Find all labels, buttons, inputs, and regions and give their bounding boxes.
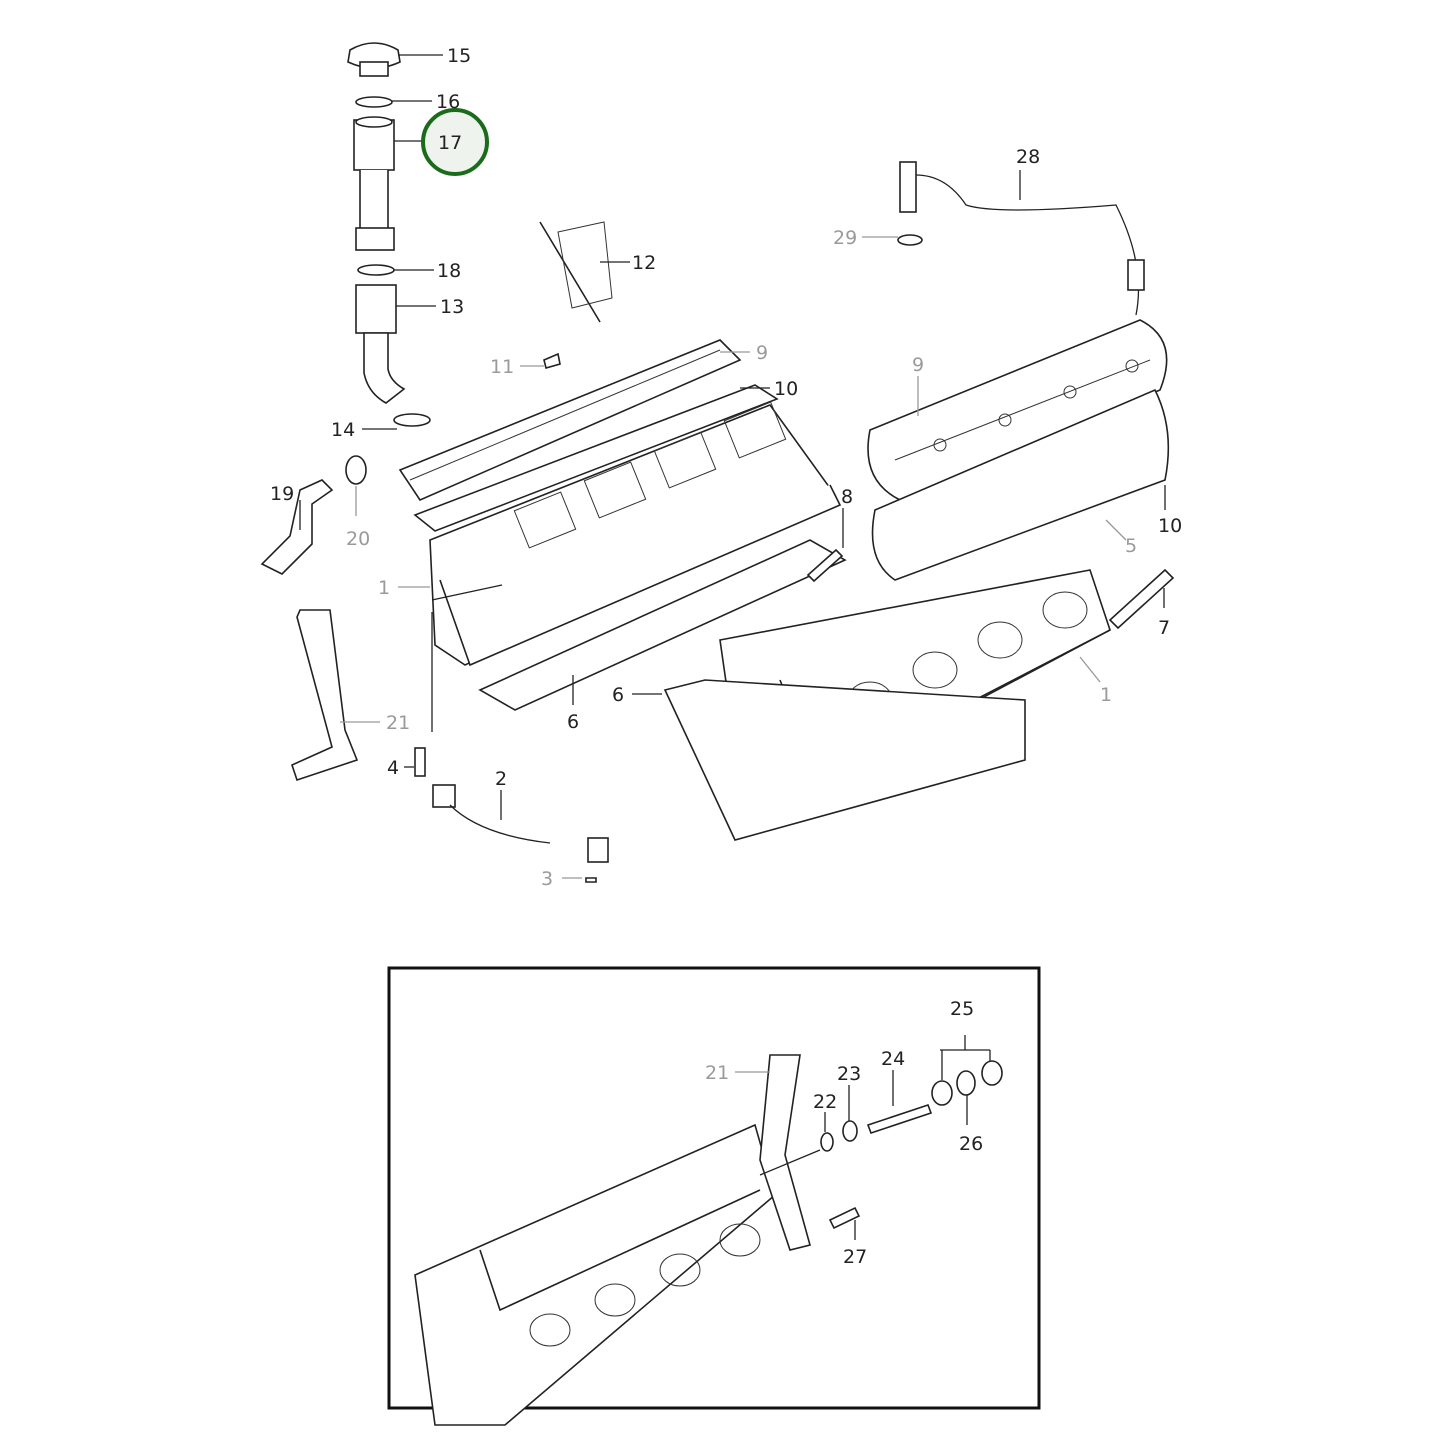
clip-3[interactable] xyxy=(585,877,597,883)
bracket-21[interactable] xyxy=(291,609,359,782)
washer-29[interactable] xyxy=(897,234,923,246)
callout-10-right[interactable]: 10 xyxy=(1158,515,1182,537)
pcv-tube-12[interactable] xyxy=(539,221,613,323)
o-ring-16[interactable] xyxy=(355,96,393,108)
callout-highlight-circle[interactable] xyxy=(421,108,489,176)
pcv-hose-19[interactable] xyxy=(260,479,334,575)
callout-19[interactable]: 19 xyxy=(270,483,294,505)
callout-22[interactable]: 22 xyxy=(813,1091,837,1113)
callout-21-inset[interactable]: 21 xyxy=(705,1062,729,1084)
callout-7[interactable]: 7 xyxy=(1158,617,1170,639)
callout-8[interactable]: 8 xyxy=(841,486,853,508)
callout-3[interactable]: 3 xyxy=(541,868,553,890)
head-gasket-right-6[interactable] xyxy=(663,679,1026,841)
bolt-4[interactable] xyxy=(414,747,426,777)
filler-hose-13[interactable] xyxy=(355,284,406,404)
callout-6-right[interactable]: 6 xyxy=(612,684,624,706)
bolt-27[interactable] xyxy=(828,1206,861,1230)
callout-24[interactable]: 24 xyxy=(881,1048,905,1070)
bolt-11[interactable] xyxy=(543,352,561,369)
callout-29[interactable]: 29 xyxy=(833,227,857,249)
gasket-right-10[interactable] xyxy=(871,388,1170,581)
callout-26[interactable]: 26 xyxy=(959,1133,983,1155)
callout-15[interactable]: 15 xyxy=(447,45,471,67)
callout-4[interactable]: 4 xyxy=(387,757,399,779)
valve-cover-right[interactable] xyxy=(867,319,1168,501)
callout-12[interactable]: 12 xyxy=(632,252,656,274)
callout-21[interactable]: 21 xyxy=(386,712,410,734)
callout-11[interactable]: 11 xyxy=(490,356,514,378)
stud-24[interactable] xyxy=(866,1103,933,1135)
bolt-8[interactable] xyxy=(806,548,844,583)
leader-lines xyxy=(299,54,1166,879)
inset-bracket-21[interactable] xyxy=(759,1054,811,1251)
callout-9-right[interactable]: 9 xyxy=(912,354,924,376)
callout-13[interactable]: 13 xyxy=(440,296,464,318)
inset-frame xyxy=(387,966,1041,1410)
nut-25b[interactable] xyxy=(981,1060,1003,1086)
knock-sensor-harness-2[interactable] xyxy=(432,784,609,863)
callout-1-left[interactable]: 1 xyxy=(378,577,390,599)
gasket-left-10[interactable] xyxy=(413,384,779,532)
callout-16[interactable]: 16 xyxy=(436,91,460,113)
callout-2[interactable]: 2 xyxy=(495,768,507,790)
callout-5[interactable]: 5 xyxy=(1125,535,1137,557)
callout-27[interactable]: 27 xyxy=(843,1246,867,1268)
callout-23[interactable]: 23 xyxy=(837,1063,861,1085)
valve-cover-left[interactable] xyxy=(398,339,742,502)
oil-filler-cap[interactable] xyxy=(347,42,401,77)
washer-22[interactable] xyxy=(820,1132,834,1152)
callout-17[interactable]: 17 xyxy=(438,132,462,154)
sensor-harness-28[interactable] xyxy=(899,161,1145,316)
inset-cylinder-head[interactable] xyxy=(414,1123,776,1426)
callout-25[interactable]: 25 xyxy=(950,998,974,1020)
o-ring-14[interactable] xyxy=(393,413,431,427)
nut-25a[interactable] xyxy=(931,1080,953,1106)
bolt-7[interactable] xyxy=(1108,568,1175,630)
filler-tube[interactable] xyxy=(353,116,395,251)
callout-1-right[interactable]: 1 xyxy=(1100,684,1112,706)
head-gasket-left-6[interactable] xyxy=(478,539,847,711)
o-ring-18[interactable] xyxy=(357,264,395,276)
callout-labels: 15 16 17 18 13 12 11 9 10 14 19 20 1 28 … xyxy=(270,45,1182,1268)
clamp-20[interactable] xyxy=(345,455,367,485)
callout-18[interactable]: 18 xyxy=(437,260,461,282)
callout-6-left[interactable]: 6 xyxy=(567,711,579,733)
callout-20[interactable]: 20 xyxy=(346,528,370,550)
cylinder-head-left[interactable] xyxy=(429,401,842,667)
callout-14[interactable]: 14 xyxy=(331,419,355,441)
inset-leader-lines xyxy=(735,1035,991,1240)
callout-10-left[interactable]: 10 xyxy=(774,378,798,400)
callout-9-left[interactable]: 9 xyxy=(756,342,768,364)
callout-28[interactable]: 28 xyxy=(1016,146,1040,168)
nut-23[interactable] xyxy=(842,1120,858,1142)
washer-26[interactable] xyxy=(956,1070,976,1096)
